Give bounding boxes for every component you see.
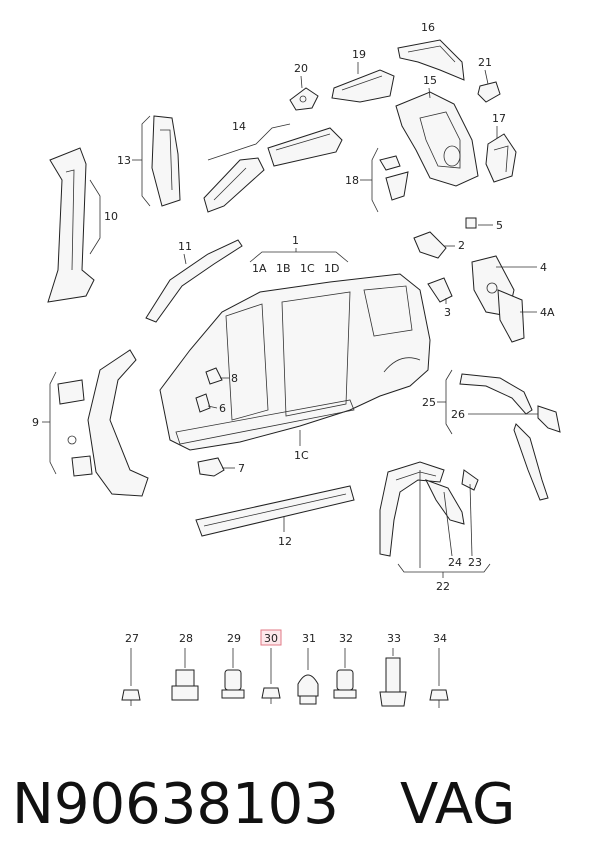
fastener-34[interactable]: 34 [429, 632, 449, 708]
callout-4: 4 [540, 261, 547, 274]
callout-1D: 1D [324, 262, 339, 275]
part-2-drawing [413, 231, 447, 259]
part-10-drawing [47, 147, 101, 303]
fastener-27[interactable]: 27 [121, 632, 141, 706]
part-number: N90638103 [12, 772, 339, 837]
part-13-drawing [141, 115, 181, 207]
callout-1C-bottom: 1C [294, 449, 309, 462]
part-16-drawing [397, 39, 465, 81]
callout-6: 6 [219, 402, 226, 415]
part-17-drawing [485, 133, 517, 183]
callout-8: 8 [231, 372, 238, 385]
callout-12: 12 [278, 535, 292, 548]
part-19-drawing [331, 69, 395, 103]
part-4-drawing [471, 255, 525, 343]
callout-15: 15 [423, 74, 437, 87]
callout-10: 10 [104, 210, 118, 223]
callout-19: 19 [352, 48, 366, 61]
callout-20: 20 [294, 62, 308, 75]
callout-26: 26 [451, 408, 465, 421]
callout-25: 25 [422, 396, 436, 409]
fastener-33[interactable]: 33 [379, 632, 407, 707]
part-21-drawing [477, 81, 501, 103]
callout-16: 16 [421, 21, 435, 34]
part-26-drawing [537, 405, 561, 433]
part-11-drawing [145, 239, 243, 323]
callout-1A: 1A [252, 262, 267, 275]
callout-18: 18 [345, 174, 359, 187]
part-12-drawing [195, 485, 355, 537]
callout-5: 5 [496, 219, 503, 232]
fastener-29-label: 29 [227, 632, 241, 645]
brand-name: VAG [400, 772, 516, 837]
callout-1C: 1C [300, 262, 315, 275]
part-7-drawing [197, 457, 225, 477]
part-23-drawing [461, 469, 479, 491]
fastener-29[interactable]: 29 [221, 632, 245, 699]
part-3-drawing [427, 277, 453, 303]
callout-24: 24 [448, 556, 462, 569]
callout-17: 17 [492, 112, 506, 125]
fastener-33-label: 33 [387, 632, 401, 645]
fastener-32-label: 32 [339, 632, 353, 645]
callout-7: 7 [238, 462, 245, 475]
callout-1: 1 [292, 234, 299, 247]
part-18-drawing [371, 147, 409, 213]
callout-14: 14 [232, 120, 246, 133]
part-5-drawing [465, 217, 477, 229]
fastener-28-label: 28 [179, 632, 193, 645]
fastener-32[interactable]: 32 [333, 632, 357, 699]
fastener-31-label: 31 [302, 632, 316, 645]
fastener-34-label: 34 [433, 632, 447, 645]
part-15-drawing [395, 91, 479, 187]
fastener-30-label: 30 [264, 632, 278, 645]
fastener-31[interactable]: 31 [297, 632, 319, 705]
part-25-drawing [445, 369, 549, 501]
part-1-body-side-drawing [159, 273, 431, 451]
callout-21: 21 [478, 56, 492, 69]
callout-4A: 4A [540, 306, 555, 319]
fastener-30[interactable]: 30 [260, 629, 282, 704]
fastener-30-highlight [260, 629, 282, 646]
callout-23: 23 [468, 556, 482, 569]
part-14-drawing [203, 123, 343, 213]
callout-1B: 1B [276, 262, 291, 275]
callout-2: 2 [458, 239, 465, 252]
callout-3: 3 [444, 306, 451, 319]
callout-13: 13 [117, 154, 131, 167]
callout-11: 11 [178, 240, 192, 253]
part-20-drawing [289, 87, 319, 111]
fastener-28[interactable]: 28 [171, 632, 199, 701]
part-22-drawing [379, 461, 445, 557]
callout-9: 9 [32, 416, 39, 429]
part-9-drawing [49, 349, 149, 497]
part-6-drawing [195, 393, 211, 413]
callout-22: 22 [436, 580, 450, 593]
footer: N90638103 VAG [0, 750, 600, 860]
parts-diagram: 16 19 20 21 15 17 18 [32, 21, 561, 708]
part-8-drawing [205, 367, 223, 385]
fastener-27-label: 27 [125, 632, 139, 645]
